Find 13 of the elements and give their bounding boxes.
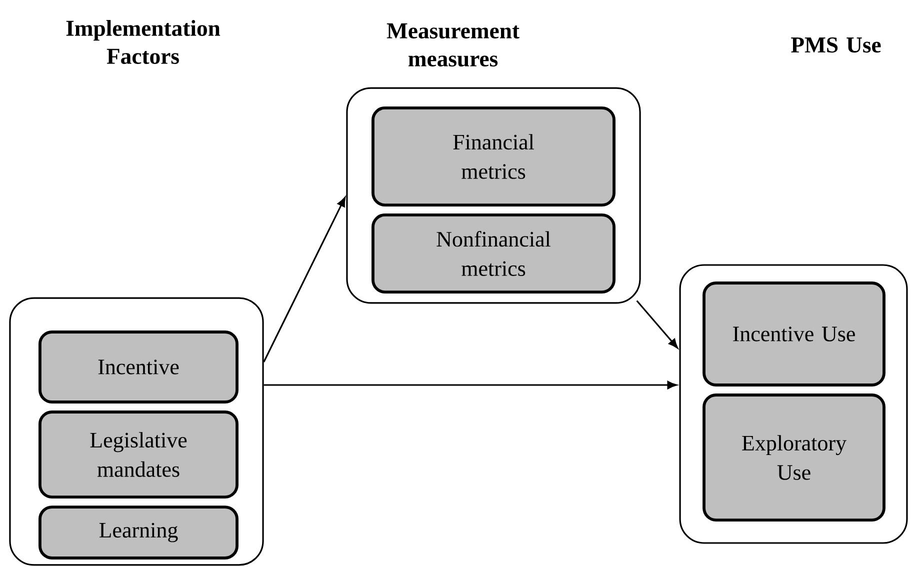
- arrow: [636, 300, 678, 348]
- factor-box: Incentive Use: [702, 282, 886, 386]
- arrow: [263, 197, 346, 362]
- column-heading: Measurement measures: [386, 23, 520, 67]
- column-heading: Implementation Factors: [66, 20, 220, 64]
- factor-box: Incentive: [38, 330, 238, 404]
- factor-box: Financial metrics: [372, 106, 616, 206]
- factor-box: Legislative mandates: [38, 410, 238, 498]
- arrow: [264, 380, 677, 390]
- factor-box: Nonfinancial metrics: [372, 214, 616, 294]
- factor-box: Exploratory Use: [702, 394, 886, 522]
- factor-box: Learning: [38, 506, 238, 560]
- column-heading: PMS Use: [791, 37, 881, 53]
